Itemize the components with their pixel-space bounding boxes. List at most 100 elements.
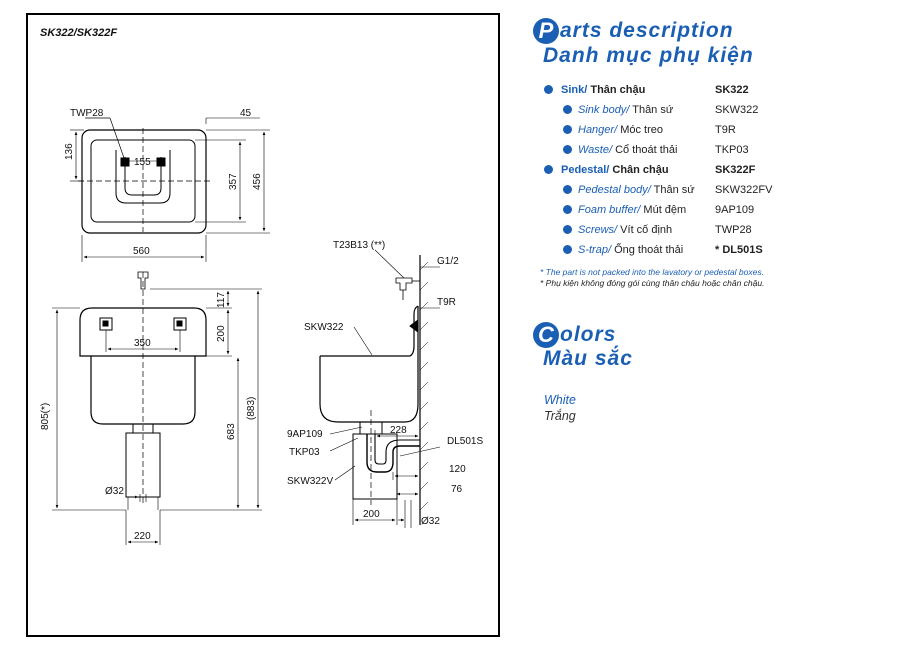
dim-220: 220 [134, 531, 151, 542]
dim-120: 120 [449, 464, 466, 475]
part-label: Sink/ Thân chậu [561, 80, 645, 100]
color-name-en: White [544, 393, 576, 407]
part-name-en: Screws/ [578, 224, 618, 236]
parts-heading-text: arts description [560, 19, 734, 42]
dim-117: 117 [216, 292, 227, 308]
dim-350: 350 [134, 338, 151, 349]
dim-45: 45 [240, 108, 252, 119]
part-name-vn: Vít cố định [617, 224, 673, 236]
dim-76: 76 [451, 484, 463, 495]
part-name-vn: Thân chậu [587, 84, 646, 96]
bullet-icon [544, 85, 553, 94]
part-name-en: Foam buffer/ [578, 204, 641, 216]
drawing-labels: TWP28 45 136 155 357 456 560 117 200 350… [40, 108, 483, 542]
part-code: 9AP109 [715, 204, 755, 216]
part-code: TKP03 [715, 144, 749, 156]
part-label: Hanger/ Móc treo [578, 120, 663, 140]
part-name-vn: Thân sứ [629, 104, 674, 116]
label-g12: G1/2 [437, 256, 459, 267]
model-title: SK322/SK322F [40, 27, 118, 39]
dim-456: 456 [252, 173, 263, 190]
dim-805: 805(*) [40, 403, 51, 430]
bullet-icon [563, 205, 572, 214]
part-item: Sink body/ Thân sứ SKW322 [543, 100, 883, 120]
bullet-icon [563, 225, 572, 234]
part-item: Waste/ Cổ thoát thải TKP03 [543, 140, 883, 160]
label-t23b13: T23B13 (**) [333, 240, 385, 251]
bullet-icon [563, 185, 572, 194]
dim-200-front: 200 [216, 325, 227, 342]
part-code: SK322F [715, 164, 756, 176]
part-name-en: Waste/ [578, 144, 613, 156]
part-item: Pedestal body/ Thân sứ SKW322FV [543, 180, 883, 200]
color-name-vn: Trắng [544, 409, 576, 423]
part-label: S-trap/ Ống thoát thải [578, 240, 683, 260]
bullet-icon [544, 165, 553, 174]
bullet-icon [563, 125, 572, 134]
part-label: Waste/ Cổ thoát thải [578, 140, 677, 160]
label-skw322: SKW322 [304, 322, 344, 333]
part-item: Foam buffer/ Mút đệm 9AP109 [543, 200, 883, 220]
part-name-en: Sink/ [561, 84, 588, 96]
dim-155: 155 [134, 157, 151, 168]
part-item: Hanger/ Móc treo T9R [543, 120, 883, 140]
note-en: * The part is not packed into the lavato… [540, 267, 764, 277]
part-name-vn: Mút đệm [640, 204, 687, 216]
bullet-icon [563, 145, 572, 154]
part-code: * DL501S [715, 244, 763, 256]
label-t9r: T9R [437, 297, 456, 308]
part-code: SK322 [715, 84, 749, 96]
dim-136: 136 [64, 143, 75, 160]
part-name-vn: Chân chậu [609, 164, 669, 176]
front-view [52, 271, 262, 545]
part-name-vn: Thân sứ [650, 184, 695, 196]
part-code: T9R [715, 124, 736, 136]
part-name-en: Hanger/ [578, 124, 618, 136]
part-name-en: Sink body/ [578, 104, 630, 116]
part-name-en: Pedestal/ [561, 164, 610, 176]
part-label: Sink body/ Thân sứ [578, 100, 673, 120]
part-item: S-trap/ Ống thoát thải * DL501S [543, 240, 883, 260]
label-tkp03: TKP03 [289, 447, 320, 458]
parts-notes: * The part is not packed into the lavato… [540, 267, 764, 289]
part-name-en: S-trap/ [578, 244, 612, 256]
colors-heading-badge: C [533, 322, 559, 348]
label-twp28: TWP28 [70, 108, 104, 119]
colors-heading-vn: Màu sắc [543, 347, 633, 370]
colors-heading-text: olors [560, 323, 617, 346]
part-item: Screws/ Vít cố định TWP28 [543, 220, 883, 240]
bullet-icon [563, 105, 572, 114]
side-view [319, 249, 441, 528]
part-code: TWP28 [715, 224, 752, 236]
part-item: Sink/ Thân chậu SK322 [543, 80, 883, 100]
dim-560: 560 [133, 246, 150, 257]
parts-heading-badge: P [533, 18, 559, 44]
part-name-vn: Ống thoát thải [611, 244, 684, 256]
part-code: SKW322FV [715, 184, 773, 196]
part-code: SKW322 [715, 104, 759, 116]
part-name-vn: Móc treo [617, 124, 663, 136]
note-vn: * Phụ kiện không đóng gói cùng thân chậu… [540, 278, 765, 288]
dim-228: 228 [390, 425, 407, 436]
part-label: Screws/ Vít cố định [578, 220, 672, 240]
dim-o32-front: Ø32 [105, 486, 124, 497]
dim-683: 683 [226, 423, 237, 440]
top-view [70, 117, 270, 262]
label-skw322v: SKW322V [287, 476, 333, 487]
part-name-en: Pedestal body/ [578, 184, 651, 196]
dim-200-side: 200 [363, 509, 380, 520]
drawing-frame [26, 13, 500, 637]
bullet-icon [563, 245, 572, 254]
dim-357: 357 [228, 173, 239, 190]
dim-o32-side: Ø32 [421, 516, 440, 527]
part-label: Pedestal body/ Thân sứ [578, 180, 695, 200]
label-dl501s: DL501S [447, 436, 483, 447]
parts-heading-vn: Danh mục phụ kiện [543, 44, 754, 67]
part-label: Foam buffer/ Mút đệm [578, 200, 686, 220]
label-9ap109: 9AP109 [287, 429, 323, 440]
